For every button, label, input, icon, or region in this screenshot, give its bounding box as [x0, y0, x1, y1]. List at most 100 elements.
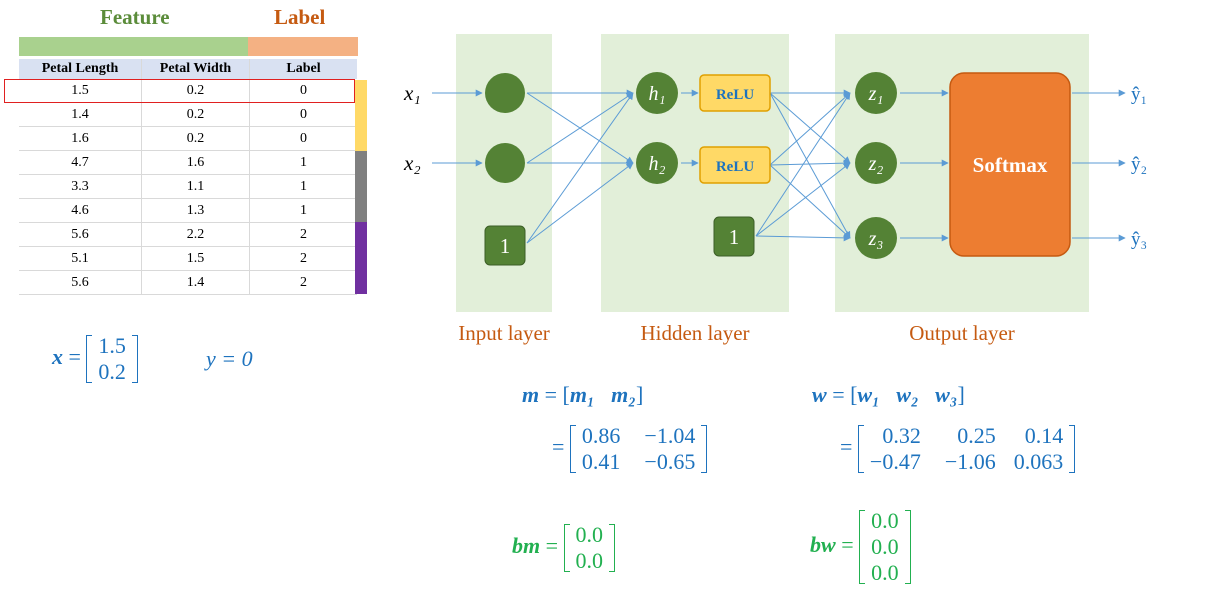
edge	[769, 92, 851, 239]
relu-label: ReLU	[716, 159, 754, 175]
table-cell: 5.1	[19, 246, 142, 271]
m-symbol: m	[522, 382, 540, 407]
input-bias-node	[484, 225, 526, 266]
hidden-output-edges	[755, 89, 851, 242]
column-header: Petal Length	[19, 59, 142, 79]
w-definition: w = [w₁ w₂ w₃]	[812, 382, 965, 407]
bw-equation: bw = 0.0 0.0 0.0	[810, 508, 911, 586]
edge	[526, 92, 634, 164]
input-node	[485, 143, 525, 183]
prediction-label-y2: ŷ₂	[1131, 154, 1147, 175]
table-cell: 0	[249, 126, 357, 151]
matrix-entry: 0.2	[98, 359, 126, 384]
m-part: m₁	[569, 382, 595, 407]
matrix-entry: −0.65	[644, 449, 696, 474]
hidden-bias-node	[713, 216, 755, 257]
table-cell: 1.6	[141, 150, 250, 175]
w-part: w₂	[896, 382, 919, 407]
class-1-color-strip	[355, 151, 367, 222]
edge	[769, 92, 851, 166]
m-definition: m = [m₁ m₂]	[522, 382, 644, 407]
hidden-bias-label: 1	[729, 225, 740, 249]
x-symbol: x	[52, 344, 63, 370]
input-hidden-edges	[526, 89, 634, 244]
matrix-entry: −1.06	[944, 449, 996, 474]
edge	[526, 162, 634, 244]
matrix-entry: 0.0	[575, 548, 604, 573]
feature-color-bar	[19, 37, 248, 56]
table-cell: 0	[249, 102, 357, 127]
table-cell: 4.6	[19, 198, 142, 223]
hidden-node-h2	[636, 142, 678, 184]
sample-y-equation: y = 0	[206, 346, 253, 371]
softmax-label: Softmax	[973, 153, 1048, 177]
matrix-entry: 0.0	[871, 534, 899, 559]
x-vector: 1.5 0.2	[86, 333, 138, 385]
matrix-entry: 0.41	[581, 449, 621, 474]
matrix-entry: 0.063	[1013, 449, 1064, 474]
edge	[769, 92, 851, 164]
matrix-entry: 0.86	[581, 423, 621, 448]
table-header-row: Petal Length Petal Width Label	[19, 59, 357, 79]
edge	[755, 92, 851, 237]
table-cell: 1.3	[141, 198, 250, 223]
output-layer-label: Output layer	[909, 321, 1015, 345]
m-part: m₂	[611, 382, 636, 407]
table-cell: 1.1	[141, 174, 250, 199]
softmax-box	[949, 72, 1071, 257]
relu-box	[699, 74, 771, 112]
edge	[769, 159, 851, 167]
straight-arrows	[432, 89, 1126, 242]
label-color-bar	[248, 37, 358, 56]
table-cell: 2.2	[141, 222, 250, 247]
w-part: w₃	[935, 382, 958, 407]
table-cell: 1.6	[19, 126, 142, 151]
class-0-color-strip	[355, 80, 367, 151]
table-cell: 1.4	[19, 102, 142, 127]
table-cell: 0.2	[141, 126, 250, 151]
table-cell: 2	[249, 270, 357, 295]
input-layer-label: Input layer	[458, 321, 550, 345]
feature-header: Feature	[100, 5, 170, 29]
relu-box	[699, 146, 771, 184]
bw-symbol: bw	[810, 532, 836, 558]
column-header: Label	[249, 59, 357, 79]
matrix-entry: −0.47	[869, 449, 921, 474]
edge	[755, 162, 851, 237]
table-cell: 5.6	[19, 222, 142, 247]
input-bias-label: 1	[500, 234, 511, 258]
hidden-node-h1	[636, 72, 678, 114]
table-cell: 4.7	[19, 150, 142, 175]
table-cell: 3.3	[19, 174, 142, 199]
output-node-z1	[855, 72, 897, 114]
input-label-x1: x₁	[403, 81, 421, 105]
matrix-entry: 0.25	[957, 423, 996, 448]
hidden-layer-label: Hidden layer	[640, 321, 749, 345]
table-cell: 1	[249, 174, 357, 199]
m-matrix-equation: = 0.86−1.04 0.41−0.65	[552, 423, 708, 475]
hidden-node-h2-label: h₂	[649, 153, 666, 175]
table-cell: 1	[249, 198, 357, 223]
output-node-z3-label: z₃	[868, 228, 884, 250]
hidden-node-h1-label: h₁	[649, 83, 666, 105]
table-cell: 2	[249, 222, 357, 247]
table-cell: 1	[249, 150, 357, 175]
input-label-x2: x₂	[403, 151, 421, 175]
table-cell: 1.4	[141, 270, 250, 295]
matrix-entry: 0.14	[1024, 423, 1064, 448]
edge	[526, 92, 634, 244]
table-cell: 0.2	[141, 102, 250, 127]
output-node-z2	[855, 142, 897, 184]
bw-vector: 0.0 0.0 0.0	[859, 508, 911, 586]
edge	[769, 164, 851, 239]
